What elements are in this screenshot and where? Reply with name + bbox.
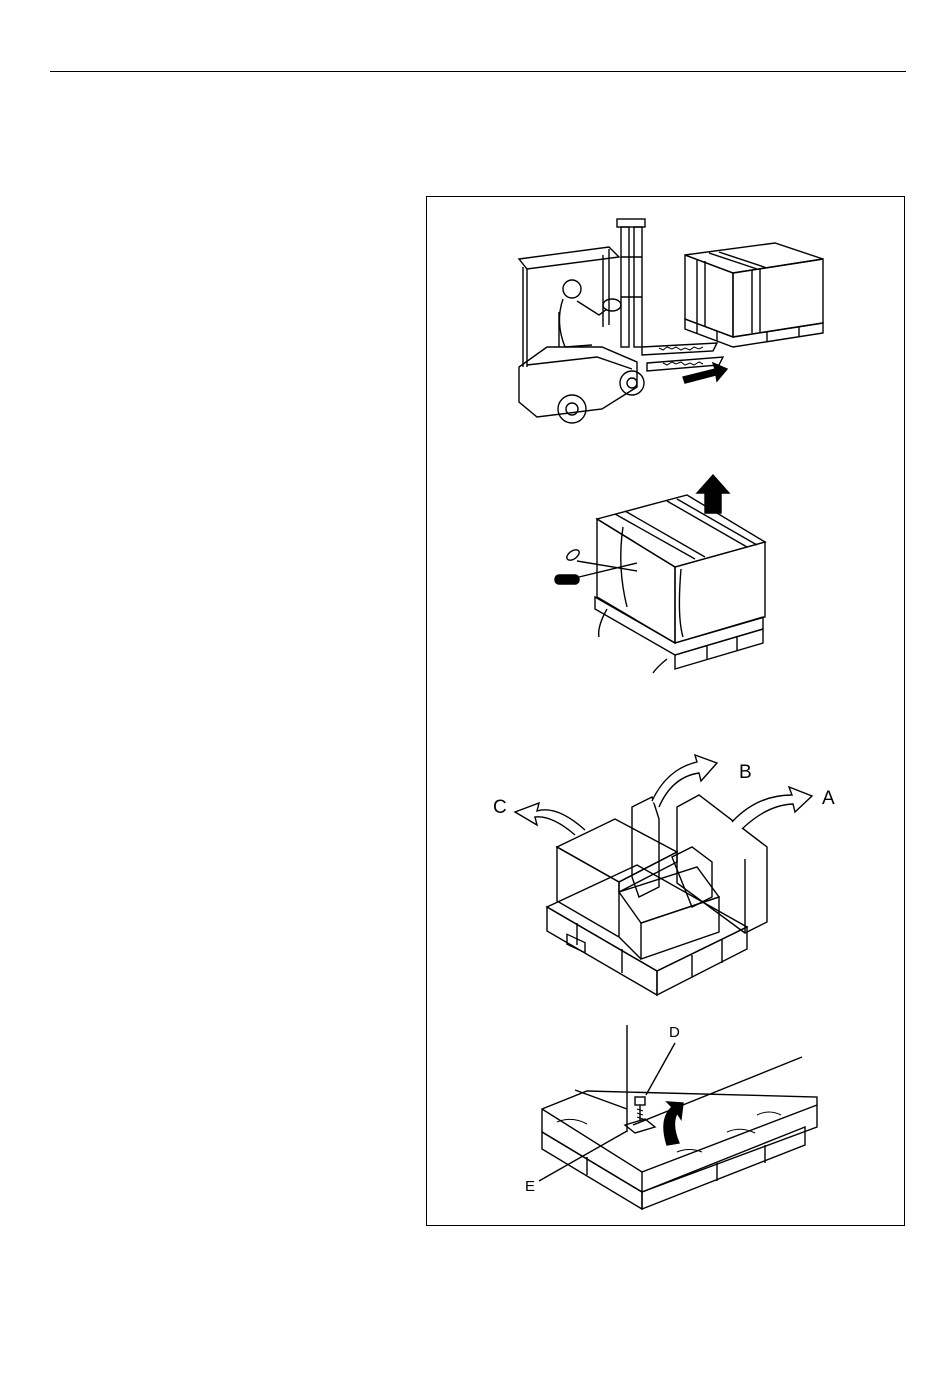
illustration-canvas [427, 197, 906, 1227]
crate-on-pallet [685, 243, 823, 347]
label-c: C [493, 798, 507, 817]
label-d: D [669, 1025, 680, 1040]
forklift-illustration [519, 219, 727, 423]
panel-removal-illustration [515, 755, 812, 995]
label-a: A [822, 789, 835, 808]
header-rule [50, 71, 906, 72]
crate-removal-illustration [555, 475, 765, 673]
label-e: E [525, 1179, 535, 1194]
label-b: B [739, 763, 752, 782]
illustration-frame: A B C D E [426, 196, 905, 1226]
bolt-removal-illustration [539, 1025, 817, 1209]
